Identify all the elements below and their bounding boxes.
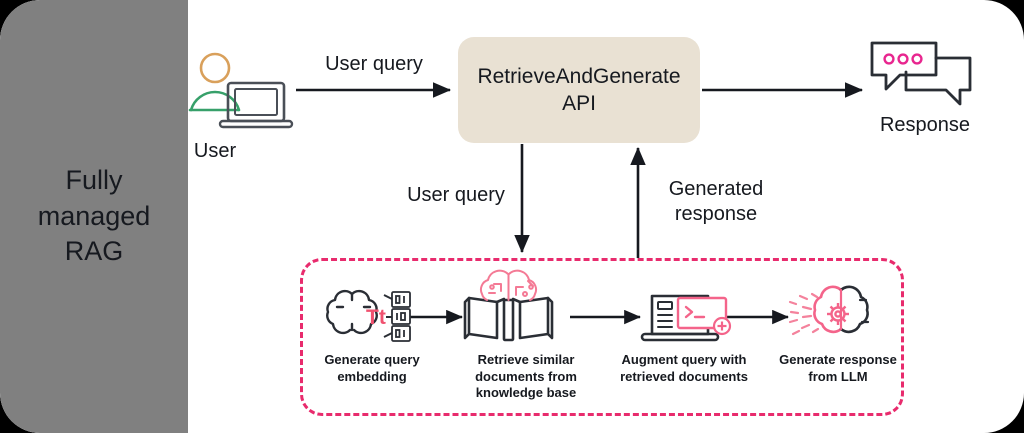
chat-dots-icon	[883, 53, 923, 65]
retrieve-and-generate-api-box[interactable]: RetrieveAndGenerate API	[458, 37, 700, 143]
pipeline-step-caption-4: Generate response from LLM	[779, 352, 897, 384]
user-caption: User	[193, 140, 237, 162]
api-box-label: RetrieveAndGenerate API	[477, 64, 681, 115]
edge-label-user-query-top: User query	[325, 53, 423, 75]
chat-bubbles-icon	[870, 41, 972, 106]
response-caption: Response	[879, 114, 971, 136]
user-laptop-icon	[188, 52, 294, 129]
pipeline-step-caption-1: Generate query embedding	[324, 352, 420, 384]
edge-label-generated-response: Generated response	[668, 178, 764, 225]
edge-label-user-query-down: User query	[407, 184, 505, 206]
pipeline-step-caption-3: Augment query with retrieved documents	[620, 352, 748, 384]
fully-managed-rag-panel: Fully managed RAG	[0, 0, 188, 433]
fully-managed-rag-label: Fully managed RAG	[37, 165, 151, 267]
rag-pipeline-container	[300, 258, 904, 416]
pipeline-step-caption-2: Retrieve similar documents from knowledg…	[475, 352, 577, 401]
